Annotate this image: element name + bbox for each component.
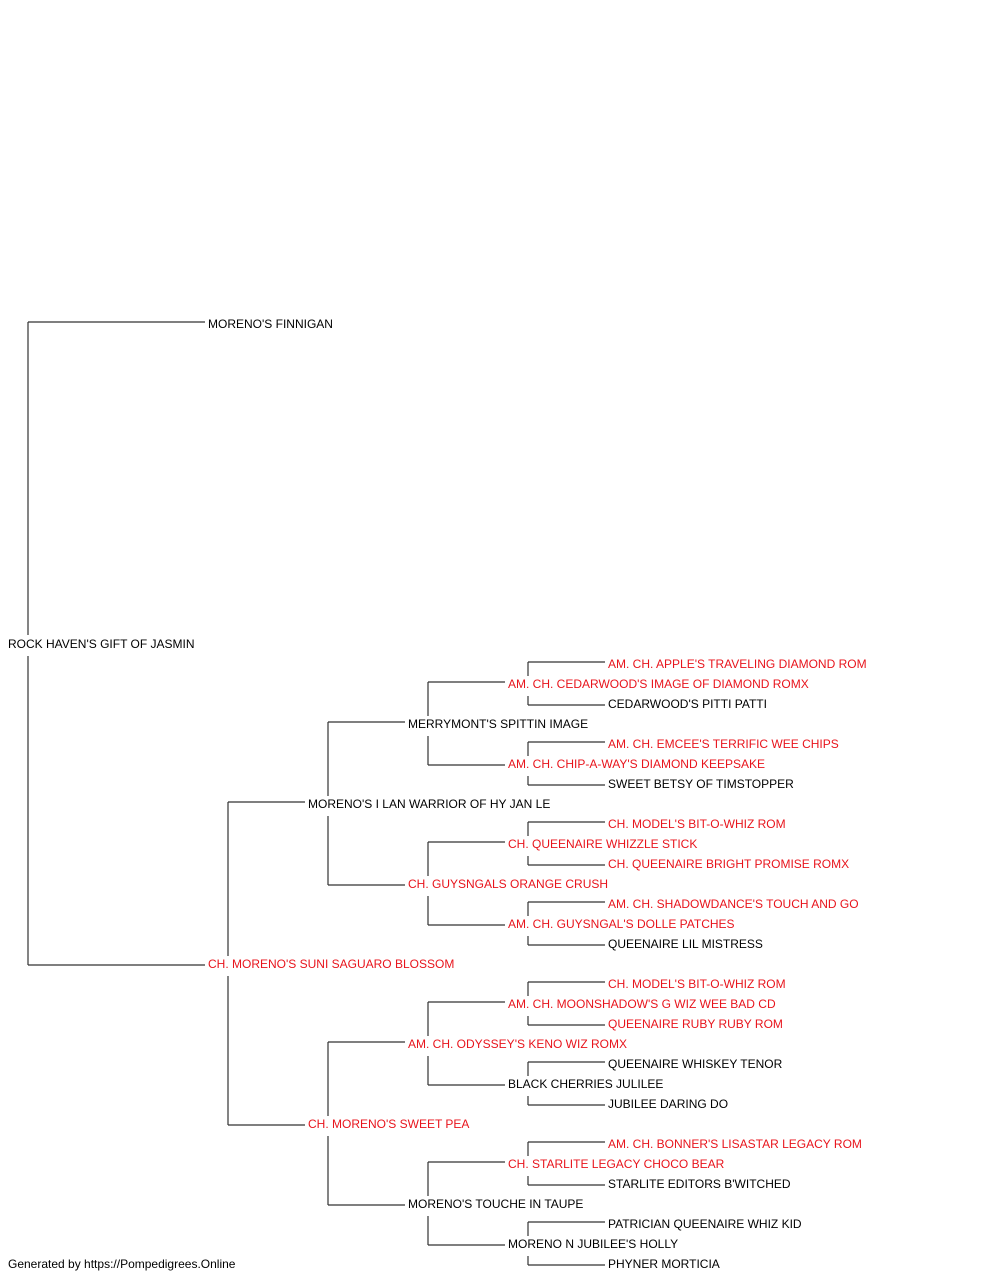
dam-sire-name: MORENO'S I LAN WARRIOR OF HY JAN LE [308,797,551,811]
dam-name: CH. MORENO'S SUNI SAGUARO BLOSSOM [208,957,455,971]
ancestor-gen4-name: AM. CH. CHIP-A-WAY'S DIAMOND KEEPSAKE [508,757,765,771]
ancestor-gen4-name: AM. CH. MOONSHADOW'S G WIZ WEE BAD CD [508,997,776,1011]
ancestor-gen5-name: QUEENAIRE WHISKEY TENOR [608,1057,783,1071]
ancestor-gen4-name: CH. QUEENAIRE WHIZZLE STICK [508,837,698,851]
ancestor-gen5-name: AM. CH. EMCEE'S TERRIFIC WEE CHIPS [608,737,839,751]
ancestor-gen5-name: SWEET BETSY OF TIMSTOPPER [608,777,794,791]
ancestor-gen3-name: MERRYMONT'S SPITTIN IMAGE [408,717,589,731]
ancestor-gen5-name: JUBILEE DARING DO [608,1097,729,1111]
ancestor-gen5-name: PATRICIAN QUEENAIRE WHIZ KID [608,1217,802,1231]
ancestor-gen5-name: STARLITE EDITORS B'WITCHED [608,1177,791,1191]
ancestor-gen5-name: PHYNER MORTICIA [608,1257,720,1271]
ancestor-gen3-name: MORENO'S TOUCHE IN TAUPE [408,1197,584,1211]
ancestor-gen4-name: BLACK CHERRIES JULILEE [508,1077,664,1091]
ancestor-gen5-name: CH. QUEENAIRE BRIGHT PROMISE ROMX [608,857,850,871]
ancestor-gen4-name: AM. CH. GUYSNGAL'S DOLLE PATCHES [508,917,735,931]
ancestor-gen5-name: AM. CH. BONNER'S LISASTAR LEGACY ROM [608,1137,862,1151]
subject-name: ROCK HAVEN'S GIFT OF JASMIN [8,637,195,651]
ancestor-gen5-name: AM. CH. SHADOWDANCE'S TOUCH AND GO [608,897,859,911]
ancestor-gen5-name: CH. MODEL'S BIT-O-WHIZ ROM [608,977,786,991]
ancestor-gen5-name: AM. CH. APPLE'S TRAVELING DIAMOND ROM [608,657,867,671]
ancestor-gen5-name: QUEENAIRE LIL MISTRESS [608,937,763,951]
sire-name: MORENO'S FINNIGAN [208,317,333,331]
ancestor-gen3-name: CH. GUYSNGALS ORANGE CRUSH [408,877,609,891]
dam-dam-name: CH. MORENO'S SWEET PEA [308,1117,470,1131]
ancestor-gen3-name: AM. CH. ODYSSEY'S KENO WIZ ROMX [408,1037,627,1051]
generated-by-footer: Generated by https://Pompedigrees.Online [8,1257,236,1271]
ancestor-gen5-name: CH. MODEL'S BIT-O-WHIZ ROM [608,817,786,831]
ancestor-gen4-name: CH. STARLITE LEGACY CHOCO BEAR [508,1157,725,1171]
ancestor-gen5-name: QUEENAIRE RUBY RUBY ROM [608,1017,783,1031]
ancestor-gen5-name: CEDARWOOD'S PITTI PATTI [608,697,767,711]
ancestor-gen4-name: AM. CH. CEDARWOOD'S IMAGE OF DIAMOND ROM… [508,677,809,691]
ancestor-gen4-name: MORENO N JUBILEE'S HOLLY [508,1237,679,1251]
